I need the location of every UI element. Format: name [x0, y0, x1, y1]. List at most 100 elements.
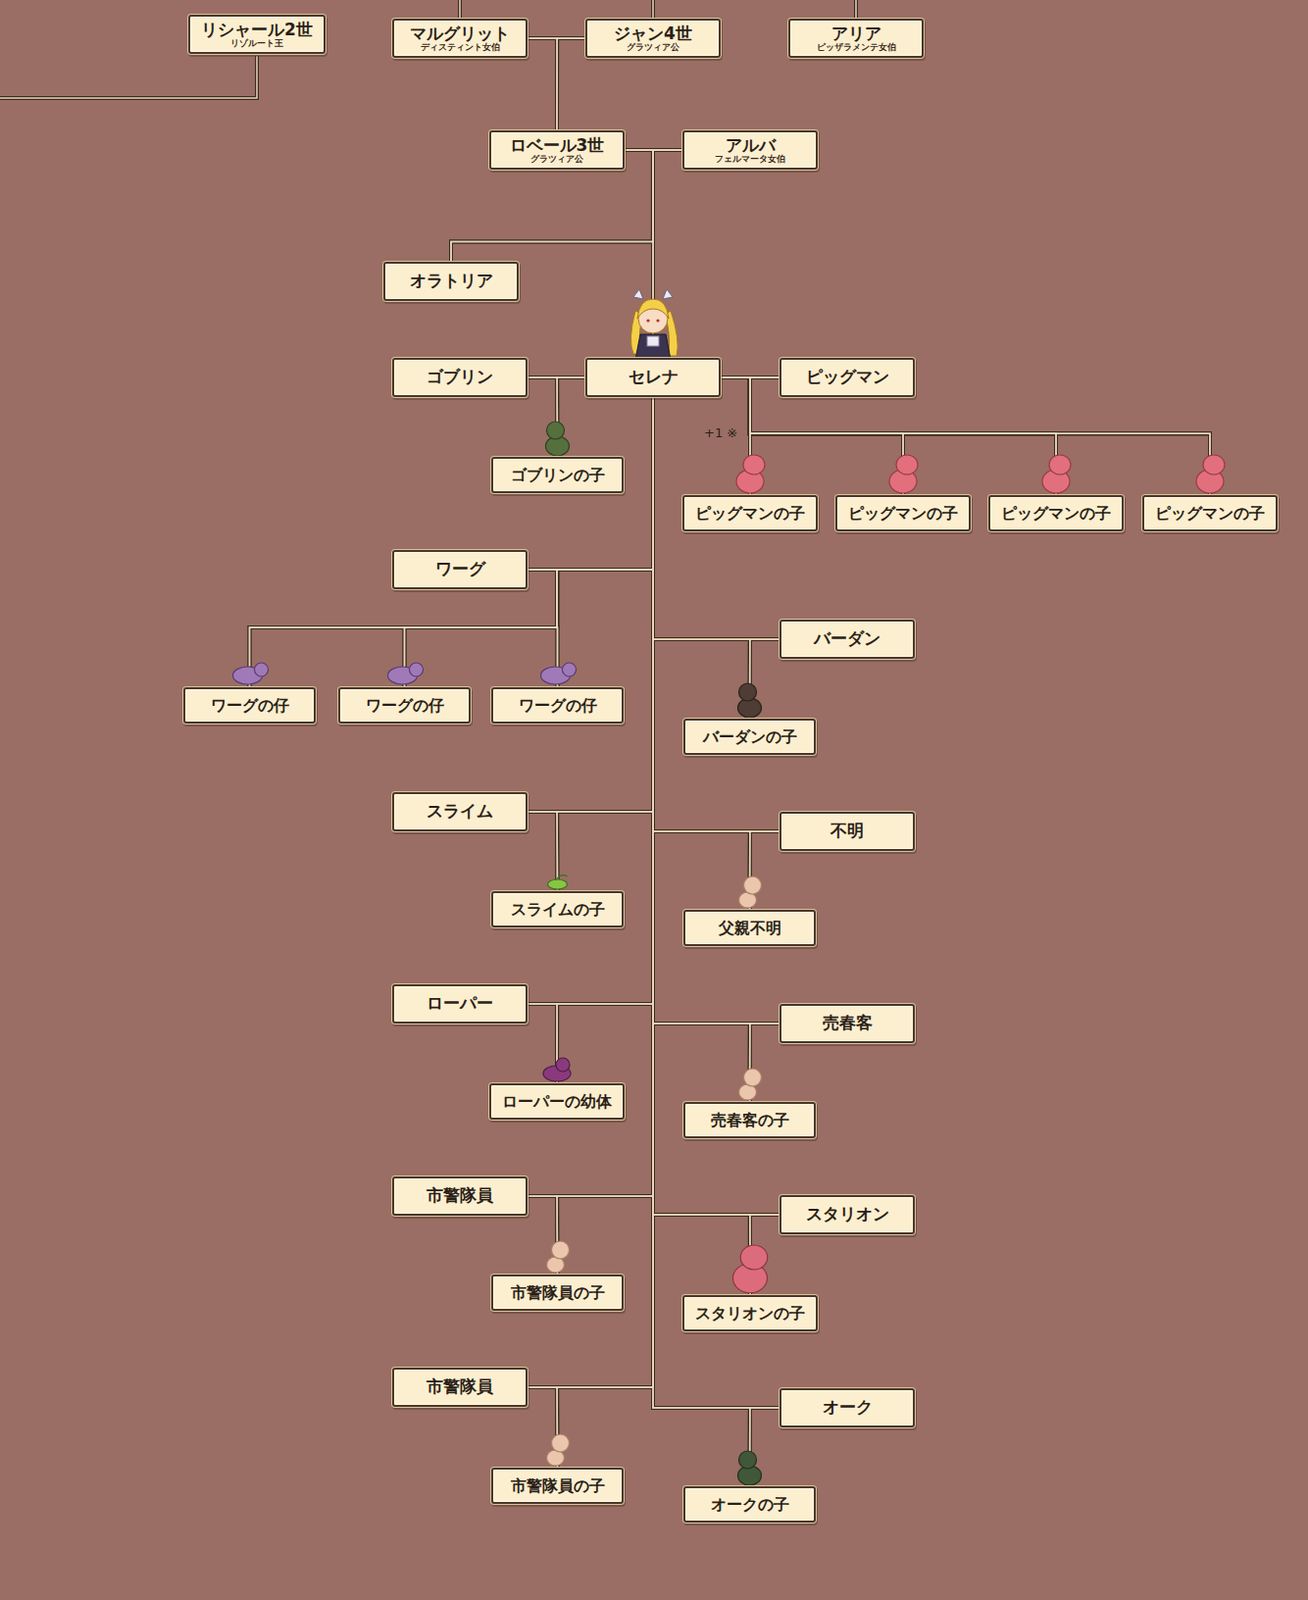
lineage-line [0, 0, 856, 99]
family-connector [404, 397, 654, 688]
baby-sprite [739, 1068, 762, 1101]
person-name: 市警隊員の子 [510, 1477, 605, 1496]
person-name: ピッグマン [805, 367, 890, 387]
person-box: セレナ [585, 357, 721, 398]
person-box: オラトリア [383, 261, 519, 302]
person-title: フェルマータ女伯 [714, 154, 786, 164]
person-box: 市警隊員 [392, 1176, 528, 1216]
stallion-sprite [733, 1245, 768, 1294]
connector-highlight [527, 811, 558, 892]
baby-sprite [547, 1241, 570, 1273]
child-box: ピッグマンの子 [988, 495, 1124, 532]
person-title: リゾルート王 [230, 39, 284, 49]
child-box: バーダンの子 [683, 718, 816, 755]
family-connector [527, 811, 558, 892]
family-connector [556, 397, 654, 1084]
person-name: ピッグマンの子 [848, 504, 958, 523]
person-name: ローパー [426, 994, 494, 1013]
connector-highlight [653, 397, 780, 832]
child-box: 市警隊員の子 [491, 1467, 624, 1505]
person-name: 不明 [830, 821, 864, 841]
person-name: バーダンの子 [703, 728, 798, 747]
person-box: バーダン [779, 619, 915, 659]
person-name: ゴブリン [426, 367, 494, 387]
connector-highlight [653, 397, 751, 719]
person-name: ゴブリンの子 [510, 466, 605, 485]
person-name: 市警隊員 [426, 1186, 494, 1206]
person-name: ロベール3世 [509, 136, 605, 155]
person-name: セレナ [628, 367, 679, 387]
person-box: マルグリットディスティント女伯 [392, 18, 528, 58]
pig-sprite [736, 454, 765, 494]
person-title: グラツィア公 [530, 154, 584, 164]
serena-sprite [630, 289, 678, 360]
person-name: オーク [822, 1398, 873, 1417]
connector-highlight [653, 397, 751, 1296]
person-box: ロベール3世グラツィア公 [489, 130, 625, 170]
connector-highlight [404, 397, 654, 688]
pig-sprite [1196, 454, 1225, 494]
person-name: ピッグマンの子 [1155, 504, 1265, 523]
lineage-line-casing [0, 0, 856, 99]
family-connector [527, 38, 557, 131]
off-tree-lines [0, 0, 856, 99]
person-name: 市警隊員 [426, 1377, 494, 1397]
warg-sprite [541, 662, 577, 685]
person-box: オーク [779, 1388, 915, 1428]
connector-highlight [556, 38, 586, 131]
person-box: ローパー [392, 984, 528, 1024]
person-box: ワーグ [392, 550, 528, 590]
warg-sprite [388, 662, 424, 685]
family-connector [527, 397, 654, 1197]
child-box: ワーグの仔 [183, 687, 316, 724]
person-name: ワーグ [435, 559, 486, 579]
person-name: スライム [426, 802, 494, 821]
child-box: オークの子 [683, 1486, 816, 1523]
family-connector [556, 397, 654, 688]
connector-highlight [556, 397, 654, 1275]
orc-sprite [738, 1451, 762, 1486]
child-box: ワーグの仔 [338, 687, 471, 724]
connector-highlight [527, 38, 557, 131]
connector-highlight [653, 397, 780, 1409]
child-box: スタリオンの子 [682, 1295, 818, 1332]
person-box: リシャール2世リゾルート王 [188, 14, 326, 54]
person-name: アリア [831, 24, 882, 44]
family-connector [556, 397, 654, 1275]
person-name: 市警隊員の子 [510, 1284, 605, 1303]
person-name: ワーグの仔 [518, 697, 598, 715]
child-box: 売春客の子 [683, 1102, 816, 1139]
person-box: 不明 [779, 811, 915, 852]
person-title: グラツィア公 [626, 43, 680, 52]
child-box: ピッグマンの子 [1142, 495, 1278, 532]
person-name: オークの子 [710, 1496, 790, 1514]
connector-highlight [250, 397, 654, 688]
person-title: ディスティント女伯 [420, 43, 501, 52]
slime-sprite [548, 875, 568, 890]
child-box: ピッグマンの子 [682, 495, 818, 532]
connector-highlight [556, 397, 654, 1084]
person-name: オラトリア [409, 271, 494, 291]
hidden-count-note: +1 ※ [702, 426, 740, 441]
connector-highlight [527, 397, 654, 1197]
person-name: ワーグの仔 [210, 697, 290, 715]
family-connector [653, 397, 751, 1296]
person-name: ワーグの仔 [365, 697, 445, 715]
child-box: 市警隊員の子 [491, 1274, 624, 1311]
person-name: 父親不明 [718, 919, 782, 938]
person-box: 市警隊員 [392, 1367, 528, 1408]
connector-highlight [556, 397, 654, 688]
pig-sprite [889, 454, 918, 494]
person-box: ジャン4世グラツィア公 [585, 18, 721, 58]
family-connector [653, 397, 780, 1409]
child-box: 父親不明 [683, 909, 816, 947]
person-name: スライムの子 [510, 901, 605, 919]
person-name: ピッグマンの子 [695, 504, 805, 523]
person-name: 売春客 [822, 1013, 873, 1033]
person-name: バーダン [813, 629, 881, 649]
family-connector [653, 397, 751, 719]
child-box: ローパーの幼体 [489, 1083, 625, 1120]
